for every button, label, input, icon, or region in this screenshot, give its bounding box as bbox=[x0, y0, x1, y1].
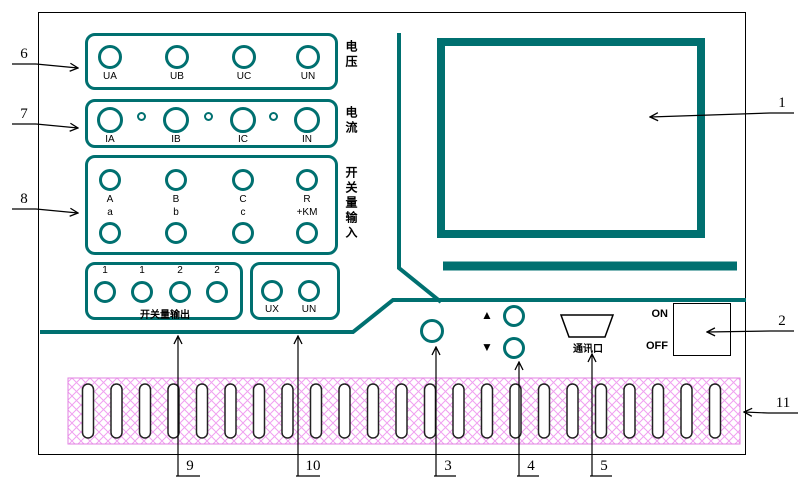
switch-output-group-label: 开关量输出 bbox=[140, 310, 190, 321]
callout-3: 3 bbox=[444, 458, 452, 474]
voltage-terminal-ub bbox=[165, 45, 189, 69]
callout-8: 8 bbox=[20, 191, 28, 207]
current-terminal-ic bbox=[230, 107, 256, 133]
current-terminal-group bbox=[85, 99, 338, 148]
switch-input-terminal-km bbox=[296, 222, 318, 244]
callout-2: 2 bbox=[778, 313, 786, 329]
terminal-label: IB bbox=[171, 134, 181, 145]
up-button bbox=[503, 305, 525, 327]
callout-9: 9 bbox=[186, 458, 194, 474]
down-triangle-icon: ▼ bbox=[481, 340, 493, 354]
callout-5: 5 bbox=[600, 458, 608, 474]
up-triangle-icon: ▲ bbox=[481, 308, 493, 322]
current-terminal-ib bbox=[163, 107, 189, 133]
aux-terminal-un bbox=[298, 280, 320, 302]
switch-output-terminal bbox=[169, 281, 191, 303]
switch-input-group bbox=[85, 155, 338, 255]
comm-port-label: 通讯口 bbox=[573, 344, 603, 355]
callout-7: 7 bbox=[20, 106, 28, 122]
switch-output-terminal bbox=[131, 281, 153, 303]
terminal-label: +KM bbox=[296, 207, 318, 218]
voltage-terminal-ua bbox=[98, 45, 122, 69]
current-group-label: 电流 bbox=[344, 106, 358, 136]
terminal-label: 1 bbox=[102, 265, 108, 276]
terminal-label: UB bbox=[170, 71, 184, 82]
terminal-label: UX bbox=[265, 304, 279, 315]
terminal-label: B bbox=[172, 194, 180, 205]
terminal-label: 2 bbox=[214, 265, 220, 276]
panel-outline bbox=[38, 12, 746, 455]
down-button bbox=[503, 337, 525, 359]
terminal-label: 2 bbox=[177, 265, 183, 276]
terminal-label: IA bbox=[105, 134, 115, 145]
switch-input-terminal-c bbox=[232, 222, 254, 244]
switch-output-terminal bbox=[206, 281, 228, 303]
switch-input-terminal-C bbox=[232, 169, 254, 191]
current-terminal-ia bbox=[97, 107, 123, 133]
callout-4: 4 bbox=[527, 458, 535, 474]
voltage-group-label: 电压 bbox=[344, 40, 358, 70]
voltage-terminal-uc bbox=[232, 45, 256, 69]
terminal-label: b bbox=[173, 207, 179, 218]
switch-input-terminal-A bbox=[99, 169, 121, 191]
lcd-screen bbox=[437, 38, 705, 238]
switch-output-terminal bbox=[94, 281, 116, 303]
switch-input-terminal-a bbox=[99, 222, 121, 244]
switch-input-terminal-B bbox=[165, 169, 187, 191]
callout-6: 6 bbox=[20, 46, 28, 62]
callout-11: 11 bbox=[775, 395, 791, 411]
setup-button bbox=[420, 319, 444, 343]
power-off-label: OFF bbox=[646, 340, 668, 352]
terminal-label: IC bbox=[238, 134, 248, 145]
aux-terminal-ux bbox=[261, 280, 283, 302]
terminal-label: UN bbox=[300, 71, 316, 82]
terminal-label: R bbox=[303, 194, 311, 205]
switch-input-group-label: 开关量输入 bbox=[344, 166, 358, 241]
power-on-label: ON bbox=[651, 308, 669, 320]
terminal-label: A bbox=[106, 194, 114, 205]
current-test-point bbox=[269, 112, 278, 121]
terminal-label: 1 bbox=[139, 265, 145, 276]
terminal-label: a bbox=[107, 207, 113, 218]
switch-input-terminal-R bbox=[296, 169, 318, 191]
switch-input-terminal-b bbox=[165, 222, 187, 244]
terminal-label: C bbox=[239, 194, 247, 205]
terminal-label: UC bbox=[236, 71, 252, 82]
current-test-point bbox=[137, 112, 146, 121]
voltage-terminal-un bbox=[296, 45, 320, 69]
terminal-label: IN bbox=[302, 134, 312, 145]
current-test-point bbox=[204, 112, 213, 121]
callout-10: 10 bbox=[305, 458, 321, 474]
voltage-terminal-group bbox=[85, 33, 338, 90]
terminal-label: c bbox=[240, 207, 246, 218]
power-switch bbox=[673, 303, 731, 356]
current-terminal-in bbox=[294, 107, 320, 133]
callout-1: 1 bbox=[778, 95, 786, 111]
terminal-label: UN bbox=[301, 304, 317, 315]
terminal-label: UA bbox=[103, 71, 117, 82]
